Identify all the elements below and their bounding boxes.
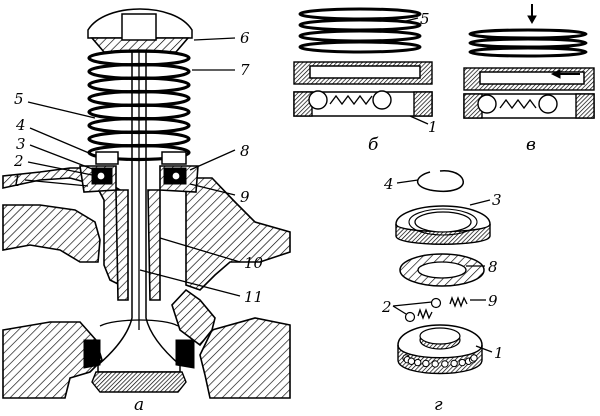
ball-left <box>96 171 106 181</box>
callout-2: 2 <box>13 152 24 170</box>
callout-7: 7 <box>240 61 250 79</box>
valve-guide-right <box>147 189 161 301</box>
callout-g-3: 3 <box>492 191 502 209</box>
thrust-washer-3 <box>395 205 491 245</box>
callout-b-1: 1 <box>428 118 438 136</box>
callout-g-2: 2 <box>381 298 392 316</box>
caption-v: в <box>526 135 536 155</box>
callout-4: 4 <box>15 116 26 134</box>
callout-1: 1 <box>12 172 22 190</box>
spring-small-v <box>499 98 537 110</box>
callout-10: 10 <box>244 254 264 272</box>
callout-g-9: 9 <box>488 292 498 310</box>
ball-g1 <box>404 311 416 323</box>
callout-8: 8 <box>240 142 250 160</box>
ball-b2 <box>372 90 392 110</box>
flat-ring-8 <box>399 253 485 287</box>
callout-11: 11 <box>244 288 263 306</box>
ball-b1 <box>308 90 328 110</box>
section-view-a: 6 7 5 4 3 2 1 8 9 10 11 а <box>2 8 291 415</box>
ball-g2 <box>430 297 442 309</box>
cylinder-head-lower-right <box>199 317 291 399</box>
callout-g-8: 8 <box>488 258 498 276</box>
ball-v1 <box>477 94 497 114</box>
callout-3: 3 <box>16 135 26 153</box>
callout-b-5: 5 <box>420 10 430 28</box>
spring-v <box>468 28 588 58</box>
ring-balls <box>402 354 478 368</box>
cylinder-head-left-wall <box>2 204 101 263</box>
valve-spring <box>87 49 191 162</box>
valve-seat-left <box>83 339 101 369</box>
small-spring-g9 <box>449 296 468 308</box>
washer-left <box>95 151 119 165</box>
callout-g-1: 1 <box>494 344 504 362</box>
callout-6: 6 <box>240 29 250 47</box>
detail-view-v: в <box>463 4 595 155</box>
right-port-wall <box>171 288 216 347</box>
leader-lines-a <box>24 37 241 297</box>
valve-seat-right <box>175 339 195 369</box>
cylinder-head-right <box>185 177 291 291</box>
callout-5: 5 <box>14 90 24 108</box>
ball-right <box>171 171 181 181</box>
caption-a: а <box>134 395 144 415</box>
ball-v2 <box>538 94 558 114</box>
valve-lock <box>121 13 157 41</box>
exploded-view-g: 4 3 8 2 9 1 г <box>381 170 504 415</box>
leader-lines-g <box>392 179 493 353</box>
callout-9: 9 <box>240 188 250 206</box>
split-ring <box>416 170 464 192</box>
detail-view-b: 5 1 б <box>293 7 438 155</box>
valve-head <box>91 371 187 393</box>
rotator-body-1 <box>397 324 483 375</box>
callout-g-4: 4 <box>383 175 394 193</box>
spring-small-b <box>329 94 373 106</box>
small-spring-g1 <box>417 308 433 320</box>
valve-guide <box>115 189 129 301</box>
washer-right <box>161 151 187 165</box>
caption-g: г <box>434 395 443 415</box>
spring-b <box>298 7 422 54</box>
caption-b: б <box>368 135 379 155</box>
